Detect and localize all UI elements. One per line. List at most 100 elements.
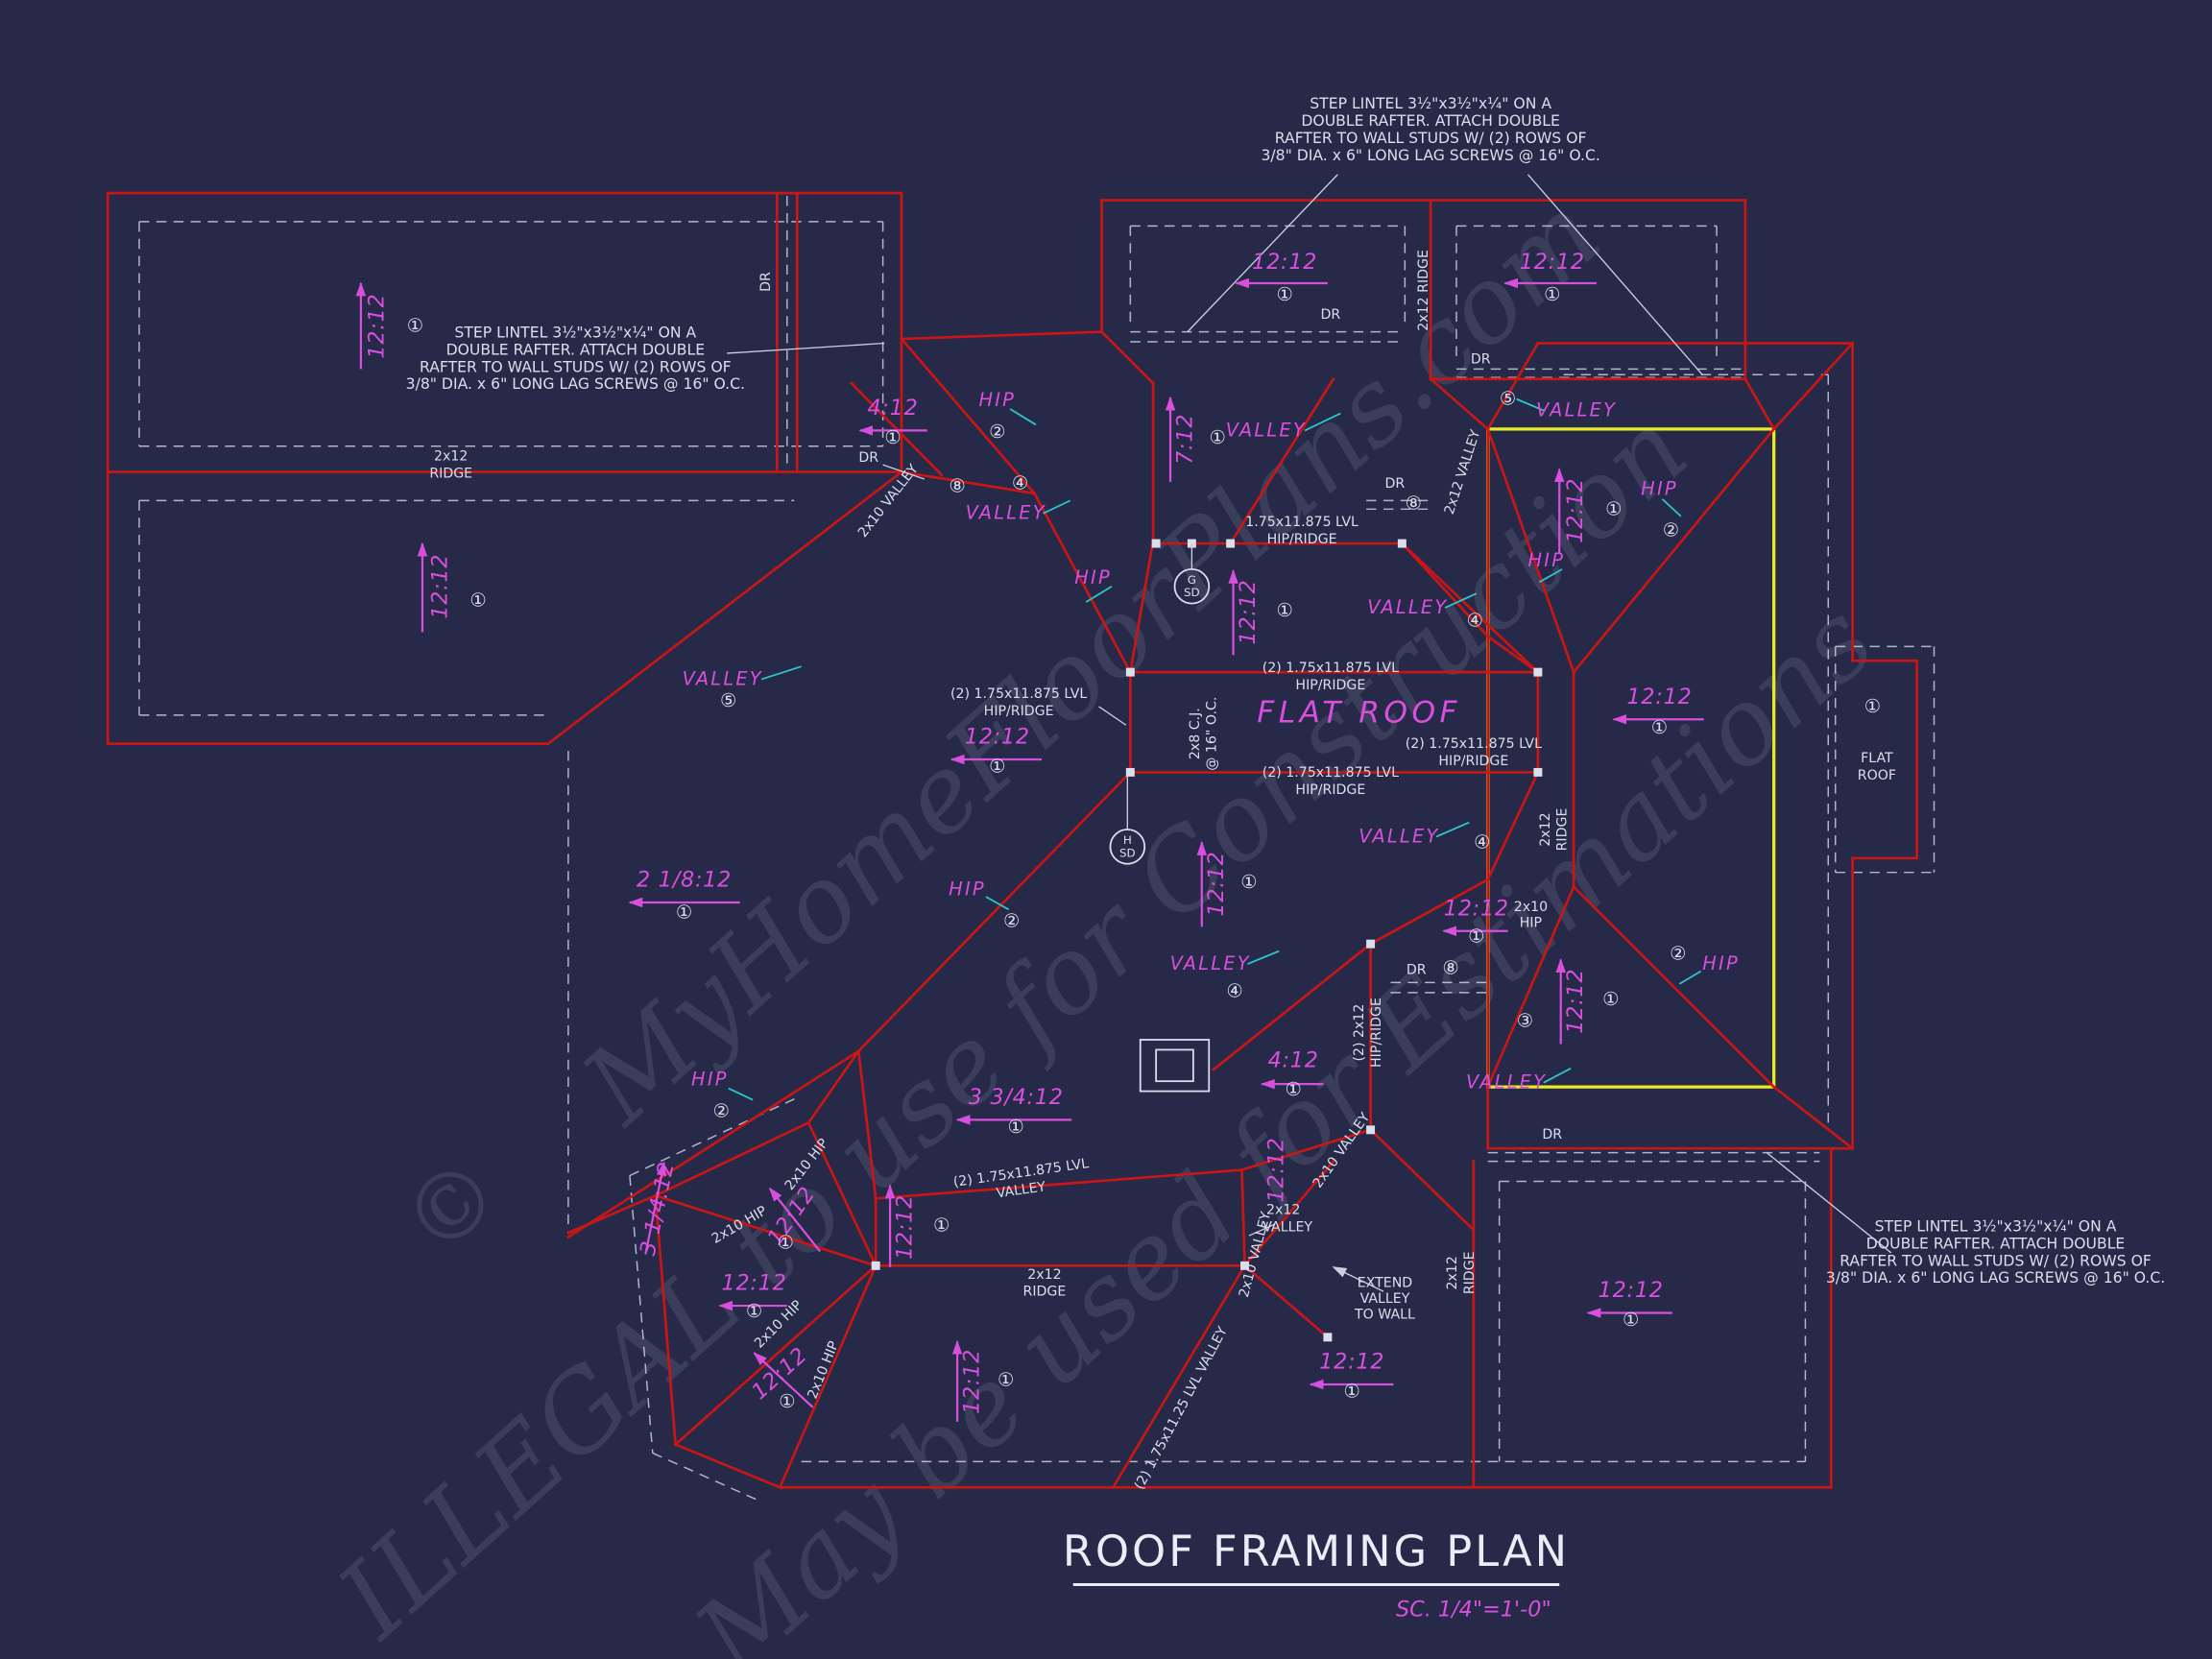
framing-note: 2x12 (1027, 1267, 1061, 1283)
slope-label: 4:12 (1268, 1047, 1319, 1072)
valley-label: VALLEY (683, 668, 763, 690)
slope-label: 4:12 (867, 396, 918, 421)
framing-note: VALLEY (1262, 1220, 1312, 1236)
roof-framing-line (1099, 329, 1156, 386)
valley-label: VALLEY (1536, 398, 1617, 421)
roof-framing-line (1485, 770, 1540, 881)
roof-framing-line (1572, 884, 1776, 1090)
roof-framing-line (1239, 1128, 1373, 1172)
dr-label: DR (1321, 307, 1341, 323)
framing-note: ROOF (1858, 768, 1896, 783)
roof-framing-line (566, 1193, 658, 1235)
framing-note: 2x8 C.J. (1188, 708, 1203, 759)
slope-label: 12:12 (1444, 896, 1509, 921)
roof-framing-line (1400, 541, 1490, 638)
keynote-number: ② (1003, 909, 1020, 931)
beam-end-marker (1397, 539, 1407, 548)
keynote-number: ① (1544, 283, 1560, 305)
leader-line (760, 665, 802, 681)
slope-direction-arrow (769, 1187, 821, 1253)
slope-label: 12:12 (965, 725, 1030, 750)
framing-note: 1.75x11.875 LVL (1245, 515, 1358, 530)
framing-note: HIP/RIDGE (1295, 782, 1365, 798)
beam-end-marker (1240, 1261, 1249, 1270)
keynote-number: ① (1277, 283, 1293, 305)
keynote-number: ① (1468, 926, 1484, 948)
roof-framing-line (1228, 376, 1335, 545)
step-lintel-note: RAFTER TO WALL STUDS W/ (2) ROWS OF (420, 357, 732, 375)
keynote-number: ① (1277, 599, 1293, 621)
watermark-text: © (382, 1138, 520, 1278)
flat-roof-label: FLAT ROOF (1257, 695, 1461, 730)
slope-label: 12:12 (1599, 1278, 1664, 1303)
roof-framing-line (900, 337, 1037, 495)
framing-note: TO WALL (1354, 1307, 1415, 1322)
overhang-dashed-line (629, 1175, 654, 1454)
overhang-dashed-line (629, 1097, 797, 1177)
note-leader-line (727, 342, 885, 354)
framing-note: RIDGE (1023, 1285, 1067, 1300)
keynote-number: ① (746, 1300, 762, 1322)
roof-framing-line (856, 770, 1133, 1053)
roof-framing-line (673, 1442, 782, 1489)
roof-framing-line (566, 1049, 861, 1239)
roof-framing-line (1771, 1085, 1855, 1151)
leader-line (1538, 568, 1563, 584)
roof-framing-line (874, 1168, 1243, 1200)
roof-framing-line (654, 1193, 678, 1446)
step-lintel-note: DOUBLE RAFTER. ATTACH DOUBLE (1301, 111, 1559, 130)
roof-framing-line (1242, 1159, 1335, 1268)
leader-line (1085, 585, 1113, 603)
keynote-number: ① (779, 1390, 795, 1412)
framing-note: HIP/RIDGE (1369, 998, 1384, 1068)
note-leader-arrow (1332, 1266, 1384, 1292)
slope-label: 12:12 (1563, 478, 1588, 543)
step-lintel-note: STEP LINTEL 3½"x3½"x¼" ON A (454, 324, 696, 342)
slope-label: 3 3/4:12 (969, 1085, 1064, 1110)
framing-note: (2) 2x12 (1352, 1004, 1367, 1062)
roof-framing-line (1572, 427, 1776, 675)
beam-end-marker (1366, 939, 1376, 949)
keynote-number: ① (884, 426, 901, 448)
keynote-number: ④ (1226, 979, 1242, 1001)
slope-label: 12:12 (1236, 580, 1261, 645)
roof-framing-line (1368, 1127, 1476, 1232)
roof-framing-line (654, 1193, 878, 1268)
note-leader-line (1248, 1223, 1276, 1237)
roof-framing-line (1240, 1168, 1246, 1267)
step-lintel-note: STEP LINTEL 3½"x3½"x¼" ON A (1310, 94, 1551, 112)
roof-framing-line (849, 381, 944, 477)
slope-label: 3 1/4:12 (636, 1160, 680, 1258)
roof-framing-line (1400, 541, 1540, 675)
framing-note: 2x10 (1514, 900, 1548, 915)
roof-framing-line (1128, 539, 1155, 674)
leader-line (1661, 498, 1682, 517)
keynote-number: ④ (1474, 830, 1490, 853)
keynote-number: ① (1240, 871, 1257, 893)
dr-label: DR (758, 272, 774, 292)
beam-end-marker (1533, 667, 1543, 677)
keynote-number: ① (989, 755, 1005, 777)
hip-label: HIP (1527, 549, 1565, 571)
slope-direction-arrow (644, 1161, 667, 1255)
slope-label: 12:12 (365, 294, 390, 359)
slope-label: 12:12 (1264, 1137, 1289, 1202)
beam-end-marker (1125, 767, 1135, 777)
framing-note: FLAT (1861, 751, 1893, 766)
valley-label: VALLEY (1226, 419, 1307, 441)
framing-note: @ 16" O.C. (1205, 697, 1220, 771)
keynote-number: ① (1602, 988, 1619, 1010)
keynote-number: ② (1663, 519, 1679, 541)
dr-label: DR (1407, 962, 1427, 977)
keynote-number: ① (1623, 1309, 1639, 1331)
chimney-outline (1139, 1039, 1211, 1093)
roof-framing-line (778, 1263, 878, 1490)
roof-framing-line (1486, 427, 1575, 674)
roof-framing-line (900, 330, 1103, 341)
beam-end-marker (1533, 767, 1543, 777)
step-lintel-note: 3/8" DIA. x 6" LONG LAG SCREWS @ 16" O.C… (1261, 146, 1599, 164)
leader-line (1247, 950, 1280, 965)
valley-label: VALLEY (966, 502, 1046, 524)
